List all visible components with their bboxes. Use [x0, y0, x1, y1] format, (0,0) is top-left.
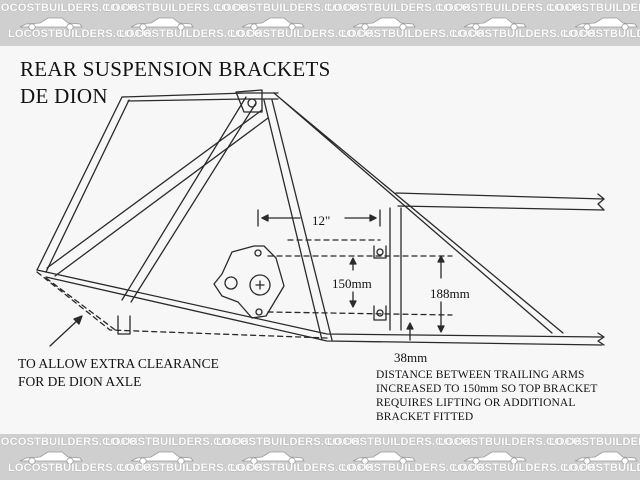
dimension-dashed-line: [267, 239, 453, 316]
watermark-text: LOCOSTBUILDERS.CO.UK: [216, 2, 361, 14]
note-right-line3: REQUIRES LIFTING OR ADDITIONAL: [376, 397, 576, 409]
watermark-text: LOCOSTBUILDERS.CO.UK: [0, 2, 139, 14]
bracket-hole: [255, 308, 263, 316]
centre-mark: [255, 280, 265, 290]
watermark-text: LOCOSTBUILDERS.CO.UK: [563, 462, 640, 474]
arrow-head: [437, 255, 445, 333]
car-icon: [241, 451, 305, 465]
watermark-text: LOCOSTBUILDERS.CO.UK: [438, 2, 583, 14]
mount-hole: [376, 248, 384, 256]
watermark-text: LOCOSTBUILDERS.CO.UK: [438, 436, 583, 448]
watermark-band-bottom: LOCOSTBUILDERS.CO.UKLOCOSTBUILDERS.CO.UK…: [0, 434, 640, 480]
centre-upright: [263, 99, 333, 341]
rear-diagonal: [273, 92, 564, 334]
watermark-text: LOCOSTBUILDERS.CO.UK: [341, 28, 486, 40]
watermark-text: LOCOSTBUILDERS.CO.UK: [216, 436, 361, 448]
dimension-label-bottom: 38mm: [394, 350, 428, 365]
dimension-label-top: 12": [312, 213, 331, 228]
watermark-text: LOCOSTBUILDERS.CO.UK: [549, 2, 640, 14]
watermark-text: LOCOSTBUILDERS.CO.UK: [452, 462, 597, 474]
dimension-label-inner: 150mm: [332, 276, 372, 291]
car-icon: [352, 17, 416, 31]
front-upright: [36, 96, 130, 273]
watermark-text: LOCOSTBUILDERS.CO.UK: [341, 462, 486, 474]
diagonal-strut: [46, 109, 269, 277]
arrow-head: [261, 214, 377, 222]
watermark-car-row: [0, 449, 640, 465]
car-icon: [19, 451, 83, 465]
dedion-bracket: [213, 245, 285, 319]
car-icon: [130, 451, 194, 465]
car-icon: [463, 17, 527, 31]
diagonal-strut: [121, 96, 257, 303]
bracket-hole: [254, 249, 262, 257]
diagram-title-line1: REAR SUSPENSION BRACKETS: [20, 57, 331, 81]
note-left-line2: FOR DE DION AXLE: [18, 374, 142, 389]
watermark-text: LOCOSTBUILDERS.CO.UK: [327, 436, 472, 448]
rail-end-break: [597, 332, 605, 346]
watermark-text: LOCOSTBUILDERS.CO.UK: [8, 28, 153, 40]
watermark-text: LOCOSTBUILDERS.CO.UK: [452, 28, 597, 40]
car-icon: [574, 17, 638, 31]
gusset-hole: [247, 98, 257, 108]
top-gusset: [235, 89, 263, 113]
bracket-hole: [249, 274, 271, 296]
bottom-rail: [36, 269, 603, 346]
bracket-hole: [224, 276, 238, 290]
arrow-head: [349, 257, 357, 308]
car-icon: [130, 17, 194, 31]
lower-bracket: [117, 315, 131, 335]
car-icon: [352, 451, 416, 465]
diagram-title-line2: DE DION: [20, 84, 108, 108]
watermark-row: LOCOSTBUILDERS.CO.UKLOCOSTBUILDERS.CO.UK…: [8, 28, 640, 40]
watermark-band-top: LOCOSTBUILDERS.CO.UKLOCOSTBUILDERS.CO.UK…: [0, 0, 640, 46]
watermark-text: LOCOSTBUILDERS.CO.UK: [0, 436, 139, 448]
dimension-line: [257, 209, 381, 227]
watermark-text: LOCOSTBUILDERS.CO.UK: [327, 2, 472, 14]
car-icon: [463, 451, 527, 465]
watermark-text: LOCOSTBUILDERS.CO.UK: [105, 436, 250, 448]
watermark-text: LOCOSTBUILDERS.CO.UK: [563, 28, 640, 40]
watermark-car-row: [0, 15, 640, 31]
chassis-drawing: [36, 89, 605, 347]
car-icon: [241, 17, 305, 31]
mount-bracket: [373, 245, 387, 259]
watermark-text: LOCOSTBUILDERS.CO.UK: [230, 28, 375, 40]
car-icon: [574, 451, 638, 465]
note-right-line4: BRACKET FITTED: [376, 411, 474, 423]
watermark-text: LOCOSTBUILDERS.CO.UK: [105, 2, 250, 14]
top-rail: [121, 92, 279, 102]
watermark-row: LOCOSTBUILDERS.CO.UKLOCOSTBUILDERS.CO.UK…: [0, 436, 640, 448]
dimension-label-outer: 188mm: [430, 286, 470, 301]
arrow-head: [406, 322, 414, 330]
arrow-head: [73, 315, 83, 325]
note-right-line1: DISTANCE BETWEEN TRAILING ARMS: [376, 369, 585, 381]
mount-bracket: [373, 305, 387, 321]
clearance-dashed-line: [36, 271, 328, 339]
pointer-arrow: [49, 317, 81, 347]
watermark-row: LOCOSTBUILDERS.CO.UKLOCOSTBUILDERS.CO.UK…: [8, 462, 640, 474]
watermark-row: LOCOSTBUILDERS.CO.UKLOCOSTBUILDERS.CO.UK…: [0, 2, 640, 14]
rear-vertical: [389, 207, 402, 331]
car-icon: [19, 17, 83, 31]
note-left-line1: TO ALLOW EXTRA CLEARANCE: [18, 356, 219, 371]
rail-end-break: [597, 193, 605, 211]
watermark-text: LOCOSTBUILDERS.CO.UK: [549, 436, 640, 448]
watermark-text: LOCOSTBUILDERS.CO.UK: [119, 28, 264, 40]
watermark-text: LOCOSTBUILDERS.CO.UK: [119, 462, 264, 474]
watermark-text: LOCOSTBUILDERS.CO.UK: [8, 462, 153, 474]
right-rail: [395, 192, 605, 211]
note-right-line2: INCREASED TO 150mm SO TOP BRACKET: [376, 383, 598, 395]
watermark-text: LOCOSTBUILDERS.CO.UK: [230, 462, 375, 474]
mount-hole: [376, 309, 384, 317]
